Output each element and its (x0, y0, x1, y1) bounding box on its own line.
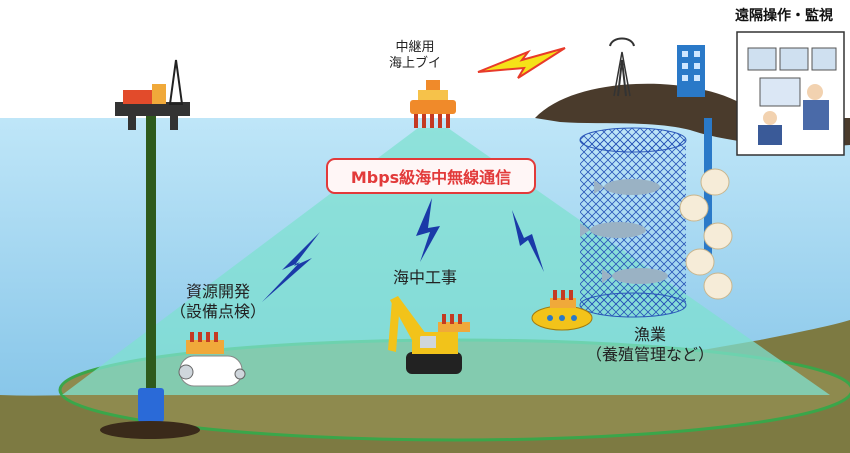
signal-bolt-center (416, 198, 440, 262)
relay-buoy-label: 中継用 海上ブイ (380, 40, 450, 73)
office-building (677, 45, 705, 97)
remote-ops-label: 遠隔操作・監視 (735, 8, 833, 24)
oil-platform (100, 59, 200, 439)
fishery-line1: 漁業 (633, 325, 666, 344)
resource-development-label: 資源開発 （設備点検） (158, 282, 278, 322)
headline-badge: Mbps級海中無線通信 (326, 158, 536, 194)
fish (590, 222, 646, 238)
underwater-construction-label: 海中工事 (392, 268, 457, 287)
yellow-submarine (531, 290, 593, 331)
resource-development-line2: （設備点検） (169, 302, 266, 321)
fish (612, 268, 668, 284)
fish-farm-cage (579, 127, 687, 318)
signal-bolt-left (262, 232, 320, 302)
fishery-label: 漁業 （養殖管理など） (580, 325, 720, 365)
fish (604, 179, 660, 195)
fishery-line2: （養殖管理など） (585, 345, 714, 364)
relay-buoy-label-line2: 海上ブイ (388, 56, 441, 72)
inspection-rov (178, 332, 246, 387)
radio-lightning (477, 47, 566, 79)
communication-beam (62, 128, 830, 395)
underwater-excavator (388, 296, 470, 374)
remote-monitoring-panel (736, 31, 845, 156)
relay-buoy-label-line1: 中継用 (395, 40, 435, 55)
radio-tower (609, 37, 635, 97)
relay-buoy (410, 80, 456, 128)
resource-development-line1: 資源開発 (185, 282, 250, 301)
scallop-line (679, 118, 733, 300)
